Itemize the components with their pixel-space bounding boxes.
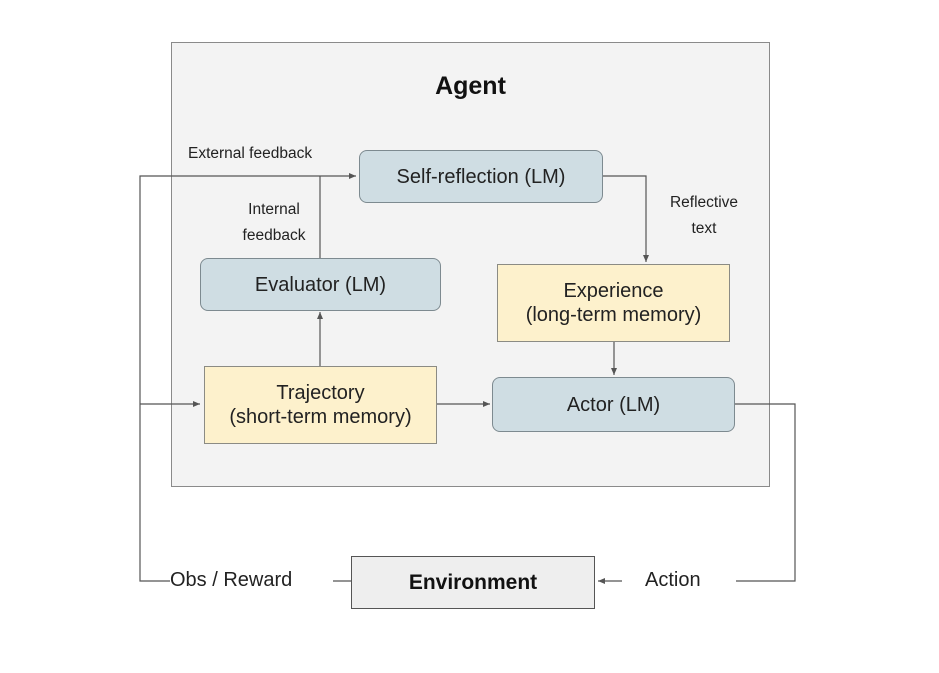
experience-title: Experience	[563, 280, 664, 302]
evaluator-node: Evaluator (LM)	[200, 258, 441, 311]
agent-title: Agent	[435, 72, 506, 100]
reflective-text-line2: text	[691, 220, 717, 238]
experience-node: Experience (long-term memory)	[497, 264, 730, 342]
reflective-text-arrow	[603, 175, 649, 262]
action-label: Action	[645, 569, 701, 591]
reflective-text-label: Reflective text	[658, 190, 750, 243]
actor-label: Actor (LM)	[566, 393, 661, 416]
trajectory-subtitle: (short-term memory)	[229, 406, 412, 428]
self-reflection-label: Self-reflection (LM)	[396, 165, 566, 188]
self-reflection-node: Self-reflection (LM)	[359, 150, 603, 203]
environment-label: Environment	[408, 570, 538, 594]
trajectory-title: Trajectory	[276, 382, 365, 404]
reflective-text-line1: Reflective	[669, 194, 739, 211]
experience-subtitle: (long-term memory)	[525, 304, 702, 326]
internal-feedback-line1: Internal	[248, 201, 300, 218]
actor-node: Actor (LM)	[492, 377, 735, 432]
obs-reward-label: Obs / Reward	[170, 569, 293, 591]
internal-feedback-label: Internal feedback	[228, 197, 320, 250]
external-feedback-label: External feedback	[188, 145, 313, 162]
internal-feedback-line2: feedback	[242, 227, 306, 245]
actor-to-action-line	[735, 403, 796, 582]
obs-reward-loop-line	[139, 173, 356, 582]
trajectory-node: Trajectory (short-term memory)	[204, 366, 437, 444]
evaluator-label: Evaluator (LM)	[254, 273, 387, 296]
environment-node: Environment	[351, 556, 595, 609]
